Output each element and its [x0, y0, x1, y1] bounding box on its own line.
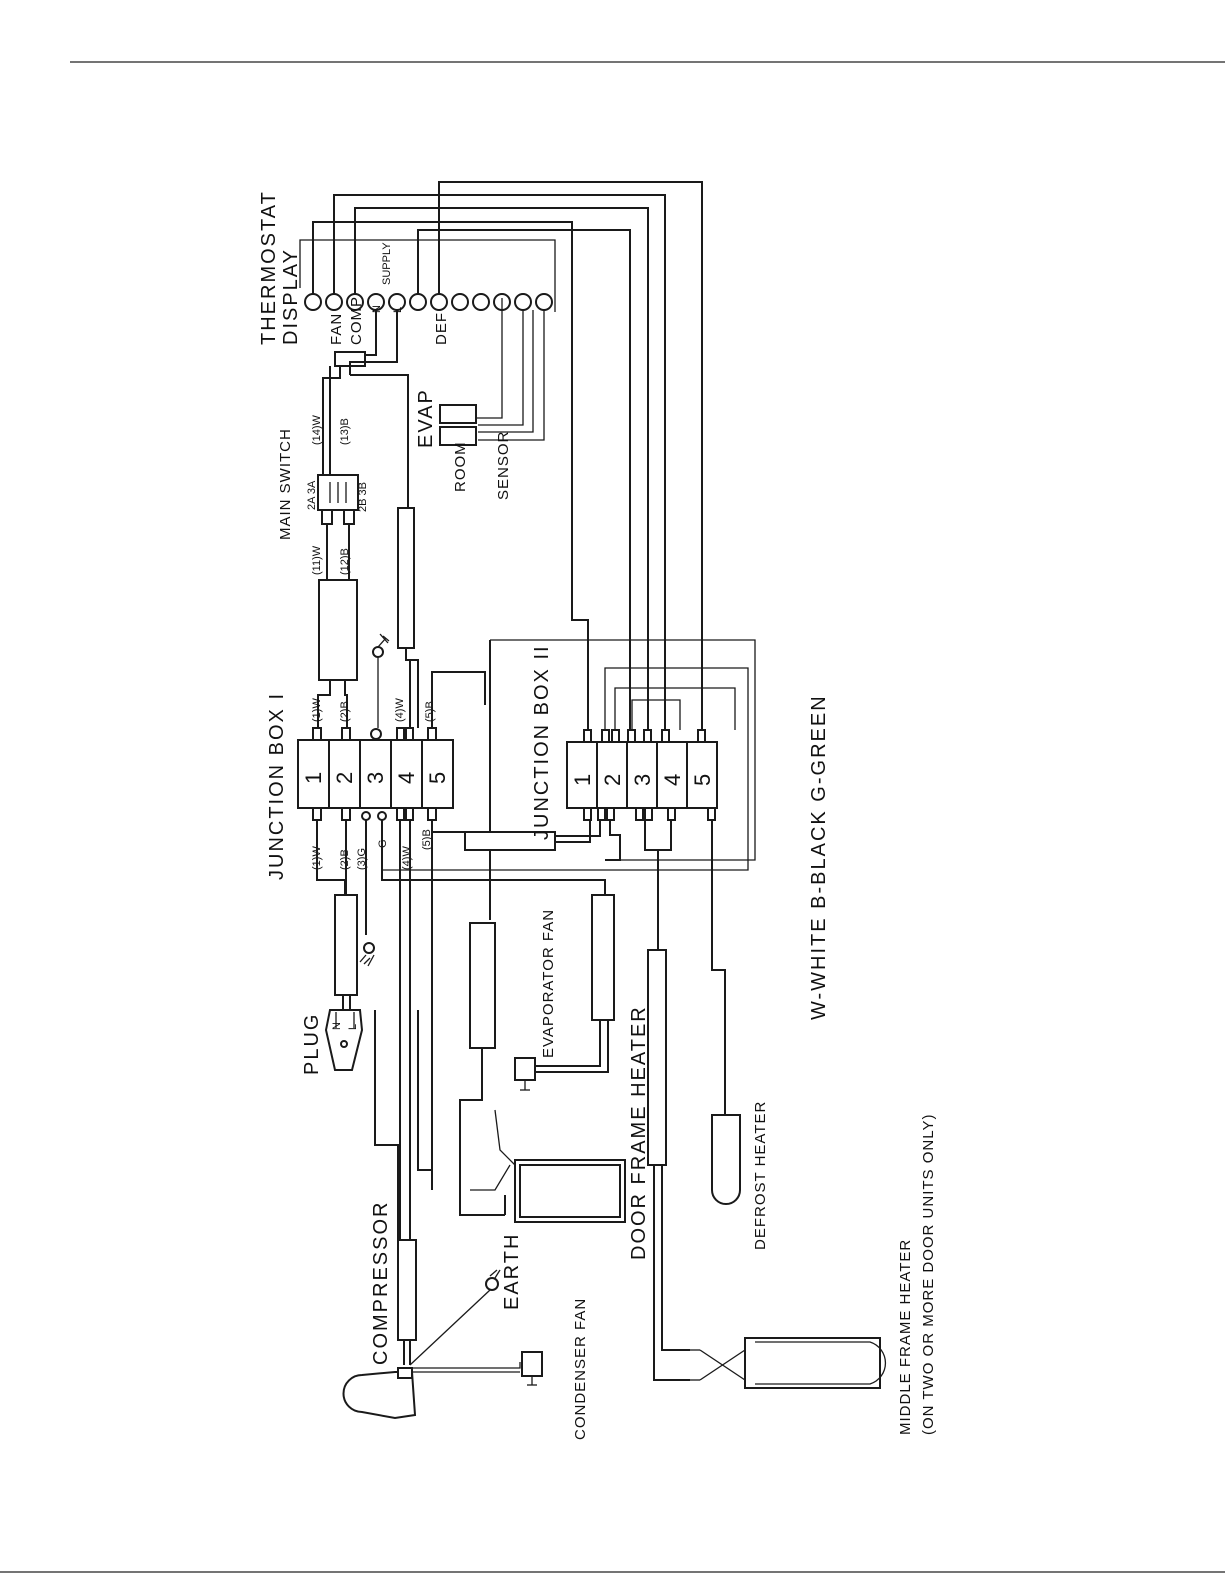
jb1-top-wires — [409, 639, 756, 920]
plug-pin-n: N — [331, 1022, 343, 1030]
plug: N L — [324, 1009, 364, 1071]
jb1-terminal-4: 4 — [394, 772, 419, 784]
main-switch — [317, 474, 359, 580]
wire-label-5b-bot: (5)B — [421, 829, 433, 850]
jb2-terminal-4: 4 — [660, 774, 685, 786]
evap-label: EVAP — [415, 388, 437, 448]
thermostat-label: THERMOSTAT — [258, 190, 280, 345]
earth-symbol-jb1 — [372, 633, 390, 728]
evaporator-fan-section — [459, 894, 615, 1216]
evaporator-fan-motor — [514, 1057, 536, 1081]
wire-label-4w-top: (4)W — [394, 698, 406, 722]
middle-frame-heater — [690, 1337, 887, 1389]
main-switch-label: MAIN SWITCH — [277, 428, 294, 540]
wire-label-4w-bot: (4)W — [401, 846, 413, 870]
plug-pin-l: L — [347, 1024, 359, 1030]
compressor-label: COMPRESSOR — [370, 1201, 392, 1365]
defrost-heater-label: DEFROST HEATER — [752, 1101, 769, 1250]
wire-label-12b: (12)B — [339, 548, 351, 575]
evaporator-fan-label: EVAPORATOR FAN — [540, 909, 557, 1058]
jb2-bottom-wires — [605, 820, 672, 861]
jb2-top-wires — [382, 667, 749, 871]
room-sensor — [439, 426, 477, 446]
condenser-fan-motor — [521, 1351, 543, 1377]
def-terminal-label: DEF — [433, 312, 450, 345]
display-label: DISPLAY — [280, 248, 302, 345]
wire-label-2b-top: (2)B — [339, 701, 351, 722]
jb-link-sleeve — [464, 820, 601, 851]
middle-frame-heater-label-1: MIDDLE FRAME HEATER — [897, 1239, 914, 1435]
compressor-section — [342, 1010, 543, 1420]
switch-bottom-label: 2B 3B — [357, 482, 369, 512]
jb1-bottom-wires — [316, 820, 606, 1260]
plug-cable — [334, 894, 375, 1010]
thermostat-display — [299, 239, 556, 312]
jb1-terminal-1: 1 — [301, 772, 326, 784]
wire-color-legend: W-WHITE B-BLACK G-GREEN — [808, 694, 830, 1020]
door-frame-heater — [470, 1109, 626, 1223]
wire-label-13b: (13)B — [339, 418, 351, 445]
jb1-terminal-3: 3 — [363, 772, 388, 784]
jb1-terminal-5: 5 — [425, 772, 450, 784]
fan-terminal-label: FAN — [328, 313, 345, 345]
jb2-terminal-3: 3 — [630, 774, 655, 786]
door-frame-heater-label: DOOR FRAME HEATER — [628, 1005, 650, 1260]
comp-terminal-label: COMP — [348, 296, 365, 345]
room-label: ROOM — [452, 441, 469, 492]
junction-box-1: 1 2 3 4 5 — [297, 727, 454, 821]
junction-box-2-label: JUNCTION BOX II — [531, 644, 553, 840]
jb2-terminal-5: 5 — [690, 774, 715, 786]
l-terminal-label: L — [392, 307, 404, 313]
junction-box-2: 1 2 3 4 5 — [566, 729, 718, 821]
wire-label-1w-top: (1)W — [311, 698, 323, 722]
sensors — [439, 404, 477, 446]
evap-sensor — [439, 404, 477, 424]
switch-top-label: 2A 3A — [306, 480, 318, 510]
middle-frame-heater-wires — [644, 820, 690, 1381]
wire-label-11w: (11)W — [311, 545, 323, 575]
jb1-terminal-2: 2 — [332, 772, 357, 784]
thermostat-wires — [312, 181, 703, 730]
wire-label-14w: (14)W — [311, 414, 323, 445]
wire-label-5b-top: (5)B — [424, 701, 436, 722]
jb2-terminal-1: 1 — [570, 774, 595, 786]
sensor-label: SENSOR — [495, 431, 512, 500]
supply-label: SUPPLY — [381, 242, 393, 285]
thermostat-outline — [299, 239, 556, 312]
earth-label: EARTH — [501, 1233, 523, 1310]
condenser-fan-label: CONDENSER FAN — [572, 1298, 589, 1440]
main-cable — [317, 375, 419, 728]
plug-label: PLUG — [301, 1013, 323, 1075]
jb2-terminal-2: 2 — [600, 774, 625, 786]
defrost-heater — [711, 820, 741, 1205]
compressor-body — [342, 1371, 417, 1420]
middle-frame-heater-label-2: (ON TWO OR MORE DOOR UNITS ONLY) — [920, 1114, 937, 1435]
junction-box-1-label: JUNCTION BOX I — [266, 692, 288, 880]
n-terminal-label: N — [371, 305, 383, 313]
